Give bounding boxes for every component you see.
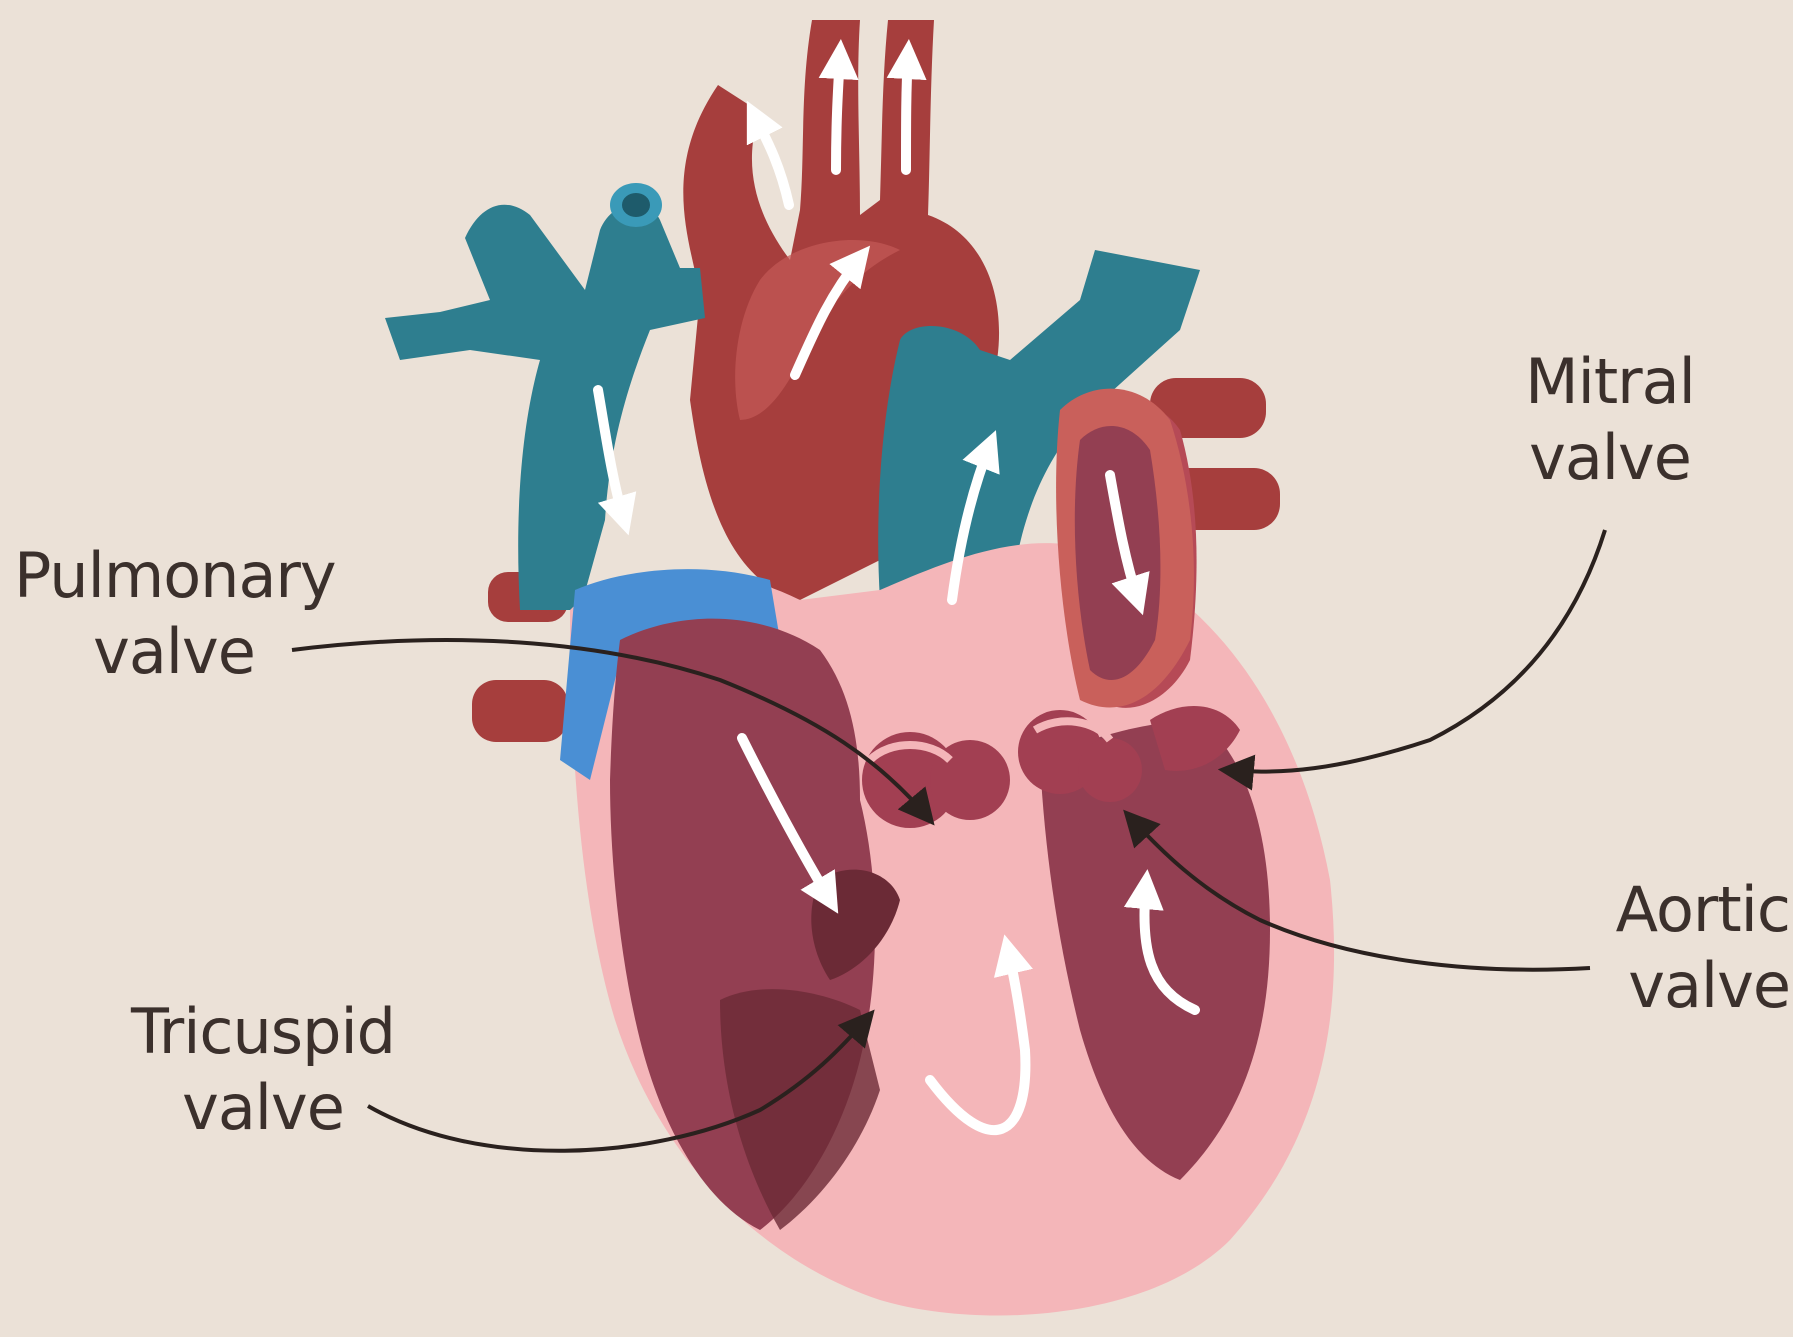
label-aortic-line2: valve (1602, 948, 1790, 1024)
label-tricuspid-valve: Tricuspid valve (118, 994, 408, 1146)
label-tricuspid-line1: Tricuspid (118, 994, 408, 1070)
pulmonary-valve (862, 732, 1010, 828)
label-aortic-valve: Aortic valve (1602, 872, 1790, 1024)
label-pulmonary-line1: Pulmonary (14, 538, 334, 614)
label-mitral-line1: Mitral (1510, 344, 1710, 420)
label-tricuspid-line2: valve (118, 1070, 408, 1146)
label-mitral-valve: Mitral valve (1510, 344, 1710, 496)
label-aortic-line1: Aortic (1602, 872, 1790, 948)
label-pulmonary-valve: Pulmonary valve (14, 538, 334, 690)
label-pulmonary-line2: valve (14, 614, 334, 690)
label-mitral-line2: valve (1510, 420, 1710, 496)
